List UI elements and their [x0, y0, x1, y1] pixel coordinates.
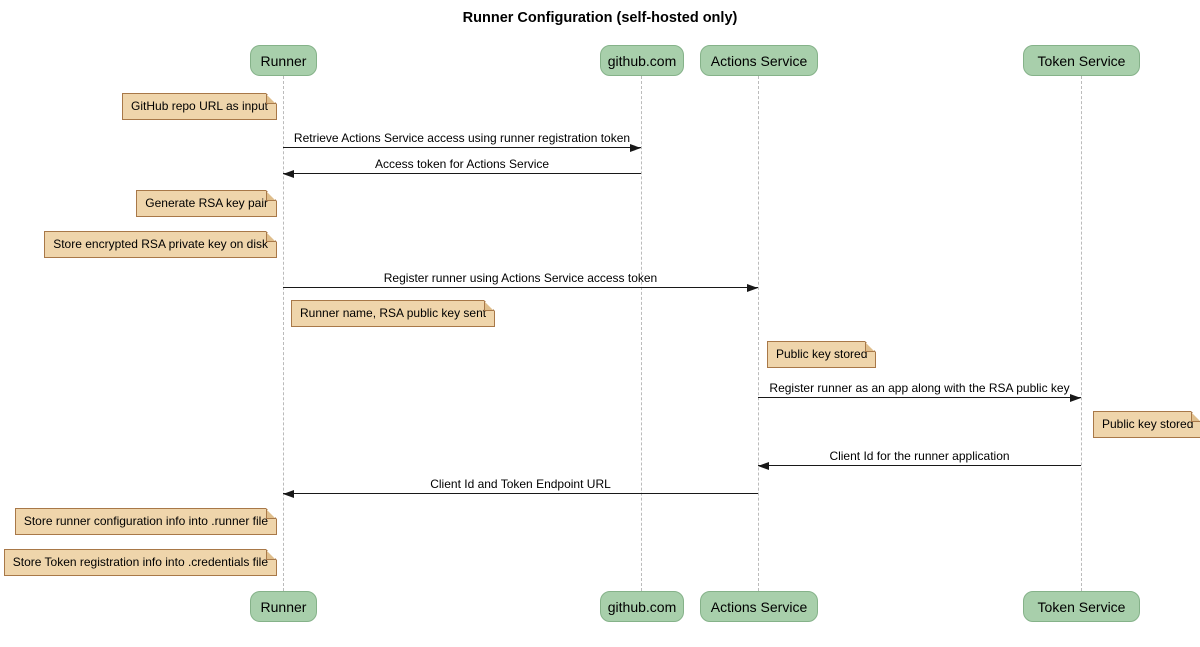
participant-label: Token Service — [1037, 52, 1126, 69]
participant-label: Token Service — [1037, 598, 1126, 615]
participant-token-service-bottom: Token Service — [1023, 591, 1140, 622]
arrow-right-icon — [630, 144, 641, 152]
note-runner-name-sent: Runner name, RSA public key sent — [291, 300, 496, 327]
participant-github-bottom: github.com — [600, 591, 684, 622]
lifeline-runner — [283, 76, 284, 591]
participant-github-top: github.com — [600, 45, 684, 76]
message-label: Register runner using Actions Service ac… — [383, 271, 658, 285]
message-line — [283, 493, 758, 494]
lifeline-actions-service — [758, 76, 759, 591]
lifeline-token-service — [1081, 76, 1082, 591]
note-text: Store Token registration info into .cred… — [12, 555, 268, 569]
message-line — [283, 147, 641, 148]
participant-actions-service-top: Actions Service — [700, 45, 818, 76]
note-public-key-stored-actions: Public key stored — [767, 341, 877, 368]
arrow-right-icon — [747, 284, 758, 292]
message-label: Client Id for the runner application — [829, 449, 1010, 463]
participant-label: Runner — [260, 598, 307, 615]
participant-runner-top: Runner — [250, 45, 317, 76]
message-access-token: Access token for Actions Service — [283, 157, 641, 178]
arrow-left-icon — [758, 462, 769, 470]
message-label: Access token for Actions Service — [374, 157, 550, 171]
note-generate-rsa-key: Generate RSA key pair — [136, 190, 277, 217]
message-register-runner-app: Register runner as an app along with the… — [758, 381, 1081, 402]
note-text: Store runner configuration info into .ru… — [23, 514, 268, 528]
participant-label: Actions Service — [710, 598, 808, 615]
arrow-left-icon — [283, 490, 294, 498]
participant-label: github.com — [607, 598, 677, 615]
message-client-id-runner-app: Client Id for the runner application — [758, 449, 1081, 470]
participant-runner-bottom: Runner — [250, 591, 317, 622]
message-label: Register runner as an app along with the… — [769, 381, 1070, 395]
message-register-runner: Register runner using Actions Service ac… — [283, 271, 758, 292]
message-line — [758, 465, 1081, 466]
message-line — [283, 173, 641, 174]
note-text: GitHub repo URL as input — [131, 99, 268, 113]
participant-actions-service-bottom: Actions Service — [700, 591, 818, 622]
lifeline-github — [641, 76, 642, 591]
participant-label: github.com — [607, 52, 677, 69]
note-repo-url-input: GitHub repo URL as input — [122, 93, 277, 120]
note-text: Public key stored — [776, 347, 868, 361]
diagram-title: Runner Configuration (self-hosted only) — [462, 10, 738, 26]
note-public-key-stored-token: Public key stored — [1093, 411, 1200, 438]
message-line — [758, 397, 1081, 398]
arrow-left-icon — [283, 170, 294, 178]
message-line — [283, 287, 758, 288]
message-retrieve-actions-access: Retrieve Actions Service access using ru… — [283, 131, 641, 152]
arrow-right-icon — [1070, 394, 1081, 402]
note-text: Public key stored — [1102, 417, 1194, 431]
note-text: Store encrypted RSA private key on disk — [53, 237, 268, 251]
participant-label: Actions Service — [710, 52, 808, 69]
participant-label: Runner — [260, 52, 307, 69]
note-text: Generate RSA key pair — [145, 196, 268, 210]
note-store-private-key: Store encrypted RSA private key on disk — [44, 231, 277, 258]
note-store-runner-file: Store runner configuration info into .ru… — [14, 508, 278, 535]
message-client-id-endpoint: Client Id and Token Endpoint URL — [283, 477, 758, 498]
note-text: Runner name, RSA public key sent — [300, 306, 487, 320]
note-store-credentials-file: Store Token registration info into .cred… — [3, 549, 278, 576]
message-label: Client Id and Token Endpoint URL — [430, 477, 611, 491]
message-label: Retrieve Actions Service access using ru… — [293, 131, 631, 145]
participant-token-service-top: Token Service — [1023, 45, 1140, 76]
